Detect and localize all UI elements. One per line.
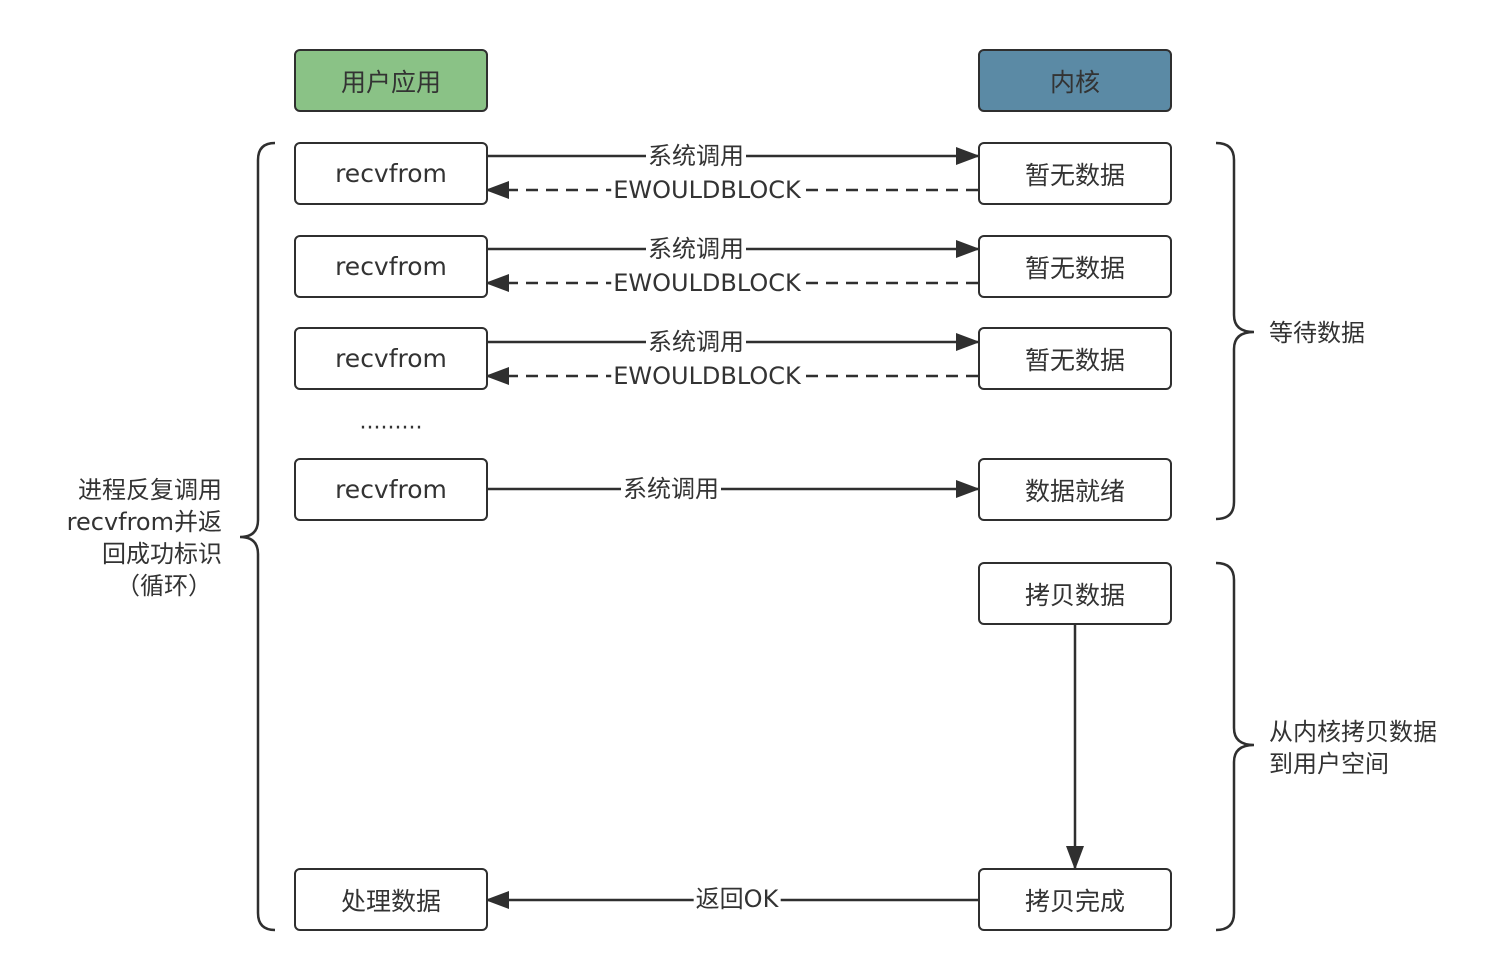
ellipsis: .........: [359, 409, 423, 435]
no-data-box-3: 暂无数据: [978, 327, 1172, 390]
left-brace: [239, 141, 276, 932]
return-ok-label: 返回OK: [693, 885, 781, 913]
kernel-header: 内核: [978, 49, 1172, 112]
recvfrom-box-2: recvfrom: [294, 235, 488, 298]
copy-annotation-line-2: 到用户空间: [1269, 750, 1389, 778]
loop-annotation-line-1: 进程反复调用: [78, 476, 222, 504]
ewouldblock-label-1: EWOULDBLOCK: [611, 176, 803, 204]
data-ready-box: 数据就绪: [978, 458, 1172, 521]
recvfrom-box-final: recvfrom: [294, 458, 488, 521]
copy-data-box: 拷贝数据: [978, 562, 1172, 625]
recvfrom-box-3: recvfrom: [294, 327, 488, 390]
loop-annotation-line-3: 回成功标识: [102, 540, 222, 568]
loop-annotation-line-2: recvfrom并返: [66, 508, 222, 536]
wait-brace: [1215, 141, 1255, 521]
ewouldblock-label-3: EWOULDBLOCK: [611, 362, 803, 390]
loop-annotation-line-4: （循环）: [116, 572, 212, 600]
no-data-box-2: 暂无数据: [978, 235, 1172, 298]
recvfrom-box-1: recvfrom: [294, 142, 488, 205]
syscall-label-final: 系统调用: [621, 475, 721, 503]
copy-brace: [1215, 561, 1255, 932]
syscall-label-3: 系统调用: [646, 328, 746, 356]
wait-data-annotation: 等待数据: [1269, 319, 1365, 347]
process-data-box: 处理数据: [294, 868, 488, 931]
user-app-header: 用户应用: [294, 49, 488, 112]
copy-annotation: 从内核拷贝数据 到用户空间: [1269, 716, 1437, 780]
loop-annotation: 进程反复调用 recvfrom并返 回成功标识 （循环）: [67, 474, 222, 602]
syscall-label-1: 系统调用: [646, 142, 746, 170]
no-data-box-1: 暂无数据: [978, 142, 1172, 205]
copy-done-box: 拷贝完成: [978, 868, 1172, 931]
copy-annotation-line-1: 从内核拷贝数据: [1269, 718, 1437, 746]
syscall-label-2: 系统调用: [646, 235, 746, 263]
ewouldblock-label-2: EWOULDBLOCK: [611, 269, 803, 297]
